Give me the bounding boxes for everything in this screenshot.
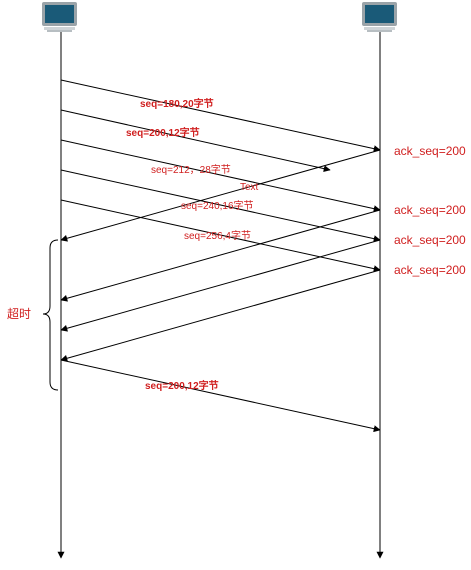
ack-label: ack_seq=200 [394,144,466,158]
segment-label: seq=200,12字节 [126,126,200,139]
segment-label: seq=256,4字节 [184,229,251,242]
ack-arrow [60,269,381,362]
segment-arrow [60,359,381,433]
segment-label: seq=212，28字节 [151,163,231,176]
segment-arrow [60,169,381,243]
segment-arrow [60,79,381,153]
ack-arrow [60,239,381,332]
segment-label: seq=240,16字节 [181,199,254,212]
segment-arrow [60,109,331,173]
segment-label: seq=180,20字节 [140,97,214,110]
computer-icon [362,2,397,32]
ack-arrow [60,209,381,302]
stray-text: Text [240,182,259,193]
ack-arrow [60,149,381,242]
segment-label: seq=200,12字节 [145,379,219,392]
ack-label: ack_seq=200 [394,203,466,217]
ack-label: ack_seq=200 [394,263,466,277]
timeout-label: 超时 [7,306,31,321]
segment-arrow [60,199,381,273]
segment-arrow [60,139,381,213]
timeout-brace [42,239,59,391]
ack-label: ack_seq=200 [394,233,466,247]
computer-icon [42,2,77,32]
